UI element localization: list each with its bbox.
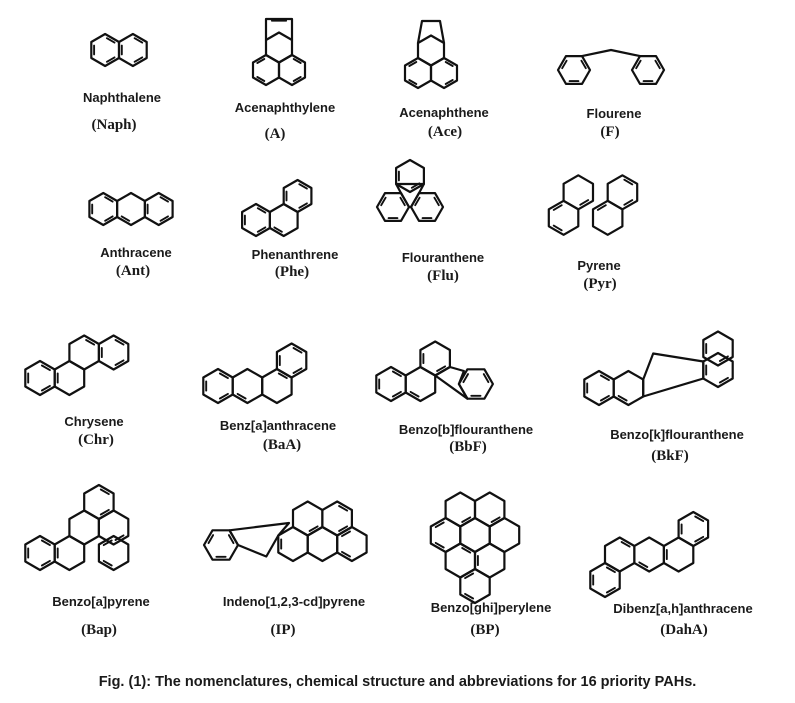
name-benz-a-anthracene: Benz[a]anthracene [219, 418, 337, 433]
naphthalene-structure-icon [90, 32, 148, 68]
name-anthracene: Anthracene [100, 245, 172, 260]
benz-a-anthracene-structure-icon [202, 342, 308, 405]
abbr-benzo-ghi-perylene: (BP) [470, 622, 500, 638]
dibenz-a-h-anthracene-structure-icon [589, 510, 710, 599]
abbr-benzo-a-pyrene: (Bap) [81, 622, 117, 638]
abbr-chrysene: (Chr) [78, 432, 114, 448]
anthracene-structure-icon [88, 191, 174, 227]
name-benzo-ghi-perylene: Benzo[ghi]perylene [430, 600, 552, 615]
name-acenaphthene: Acenaphthene [399, 105, 489, 120]
figure-caption: Fig. (1): The nomenclatures, chemical st… [98, 674, 697, 690]
name-naphthalene: Naphthalene [82, 90, 162, 105]
abbr-benz-a-anthracene: (BaA) [262, 437, 302, 453]
name-pyrene: Pyrene [577, 258, 621, 273]
abbr-indeno-pyrene: (IP) [270, 622, 296, 638]
abbr-acenaphthene: (Ace) [427, 124, 463, 140]
name-indeno-pyrene: Indeno[1,2,3-cd]pyrene [222, 594, 366, 609]
abbr-fluorene: (F) [600, 124, 620, 140]
name-fluorene: Flourene [586, 106, 642, 121]
abbr-phenanthrene: (Phe) [274, 264, 310, 280]
pyrene-structure-icon [547, 174, 639, 236]
benzo-ghi-perylene-structure-icon [429, 491, 521, 605]
benzo-b-fluoranthene-structure-icon [375, 340, 494, 403]
name-phenanthrene: Phenanthrene [251, 247, 339, 262]
acenaphthylene-structure-icon [251, 17, 307, 87]
benzo-a-pyrene-structure-icon [24, 483, 130, 572]
abbr-anthracene: (Ant) [115, 263, 151, 279]
chrysene-structure-icon [24, 334, 130, 397]
acenaphthene-structure-icon [403, 19, 459, 90]
abbr-acenaphthylene: (A) [264, 126, 286, 142]
abbr-naphthalene: (Naph) [91, 117, 137, 133]
abbr-dibenz-a-h-anthracene: (DahA) [660, 622, 708, 638]
abbr-pyrene: (Pyr) [583, 276, 617, 292]
name-fluoranthene: Flouranthene [401, 250, 485, 265]
name-acenaphthylene: Acenaphthylene [234, 100, 336, 115]
fluoranthene-structure-icon [375, 158, 445, 222]
name-chrysene: Chrysene [64, 414, 124, 429]
phenanthrene-structure-icon [241, 178, 313, 238]
fluorene-structure-icon [556, 48, 666, 86]
name-benzo-a-pyrene: Benzo[a]pyrene [52, 594, 150, 609]
benzo-k-fluoranthene-structure-icon [583, 330, 734, 407]
name-dibenz-a-h-anthracene: Dibenz[a,h]anthracene [613, 601, 753, 616]
abbr-benzo-k-fluoranthene: (BkF) [651, 448, 689, 464]
name-benzo-b-fluoranthene: Benzo[b]flouranthene [398, 422, 534, 437]
indeno-pyrene-structure-icon [202, 500, 368, 563]
abbr-benzo-b-fluoranthene: (BbF) [449, 439, 487, 455]
abbr-fluoranthene: (Flu) [427, 268, 459, 284]
name-benzo-k-fluoranthene: Benzo[k]flouranthene [610, 427, 744, 442]
